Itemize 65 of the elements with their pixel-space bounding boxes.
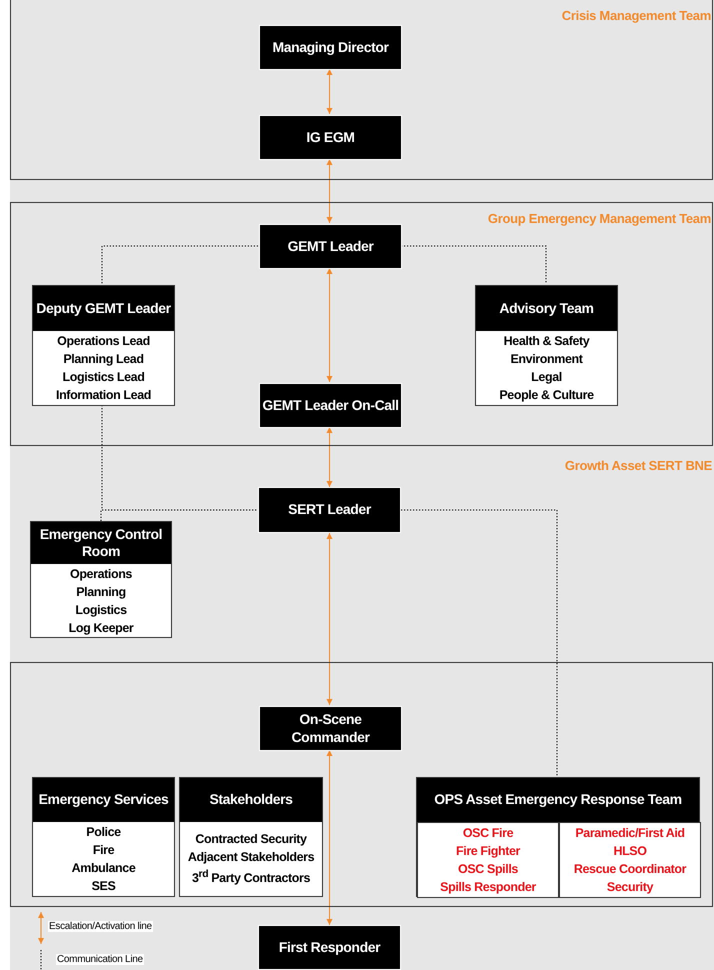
role-box: First Responder [258,925,401,970]
card-heading: Deputy GEMT Leader [33,286,174,331]
list-item: Police [86,824,121,841]
list-item: Spills Responder [440,879,536,896]
team-panel [10,0,713,180]
role-card [32,285,175,406]
list-item: Information Lead [56,387,151,404]
dotted-connector [400,510,558,776]
legend-text: Communication Line [56,954,144,965]
double-arrow [326,158,332,224]
list-item: 3$^{rd}$ Party Contractors [192,868,310,888]
role-box: SERT Leader [258,487,401,533]
role-box: Managing Director [259,25,402,70]
list-item: Planning [76,584,126,601]
role-card [475,285,618,406]
role-card [30,521,172,638]
list-item: SES [92,878,116,895]
role-box: GEMT Leader [259,224,402,269]
list-item: Logistics Lead [62,369,144,386]
list-item: Legal [531,369,562,386]
double-arrow [326,532,332,706]
list-item: Security [606,879,654,896]
list-item: Adjacent Stakeholders [188,849,314,866]
role-card [416,777,700,897]
list-item: Planning Lead [63,351,144,368]
list-item: Fire [92,842,114,859]
team-panel [10,662,713,907]
double-arrow [326,426,332,488]
role-list-box [417,822,559,898]
list-item: Rescue Coordinator [574,861,686,878]
list-item: Logistics [75,602,127,619]
card-heading: Emergency Control Room [31,522,171,564]
panel-title: Crisis Management Team [562,8,711,23]
dotted-connector [102,246,258,284]
role-box: IG EGM [259,115,402,160]
legend-text: Escalation/Activation line [48,921,153,932]
card-heading: OPS Asset Emergency Response Team [417,778,699,822]
role-card [179,777,323,897]
list-item: Health & Safety [504,333,590,350]
double-arrow [326,750,332,926]
role-box: On-Scene Commander [259,706,402,751]
list-item: OSC Fire [462,825,514,842]
double-arrow [326,268,332,382]
role-card [32,777,175,897]
double-arrow [326,68,332,114]
list-item: Operations Lead [57,333,150,350]
list-item: People & Culture [499,387,594,404]
list-item: Log Keeper [68,620,134,637]
card-heading: Advisory Team [476,286,617,331]
zone-title: Growth Asset SERT BNE [564,458,712,473]
list-item: Contracted Security [195,831,307,848]
list-item: Operations [70,566,132,583]
list-item: Ambulance [72,860,136,877]
role-box: GEMT Leader On-Call [259,383,402,428]
list-item: Fire Fighter [456,843,520,860]
list-item: Environment [510,351,582,368]
team-panel [10,202,713,446]
list-item: HLSO [613,843,647,860]
card-heading: Emergency Services [33,778,174,822]
role-list-box [559,822,701,898]
dotted-connector [100,510,258,522]
list-item: Paramedic/First Aid [575,825,685,842]
panel-title: Group Emergency Management Team [488,211,711,226]
card-heading: Stakeholders [180,778,322,822]
list-item: OSC Spills [458,861,518,878]
